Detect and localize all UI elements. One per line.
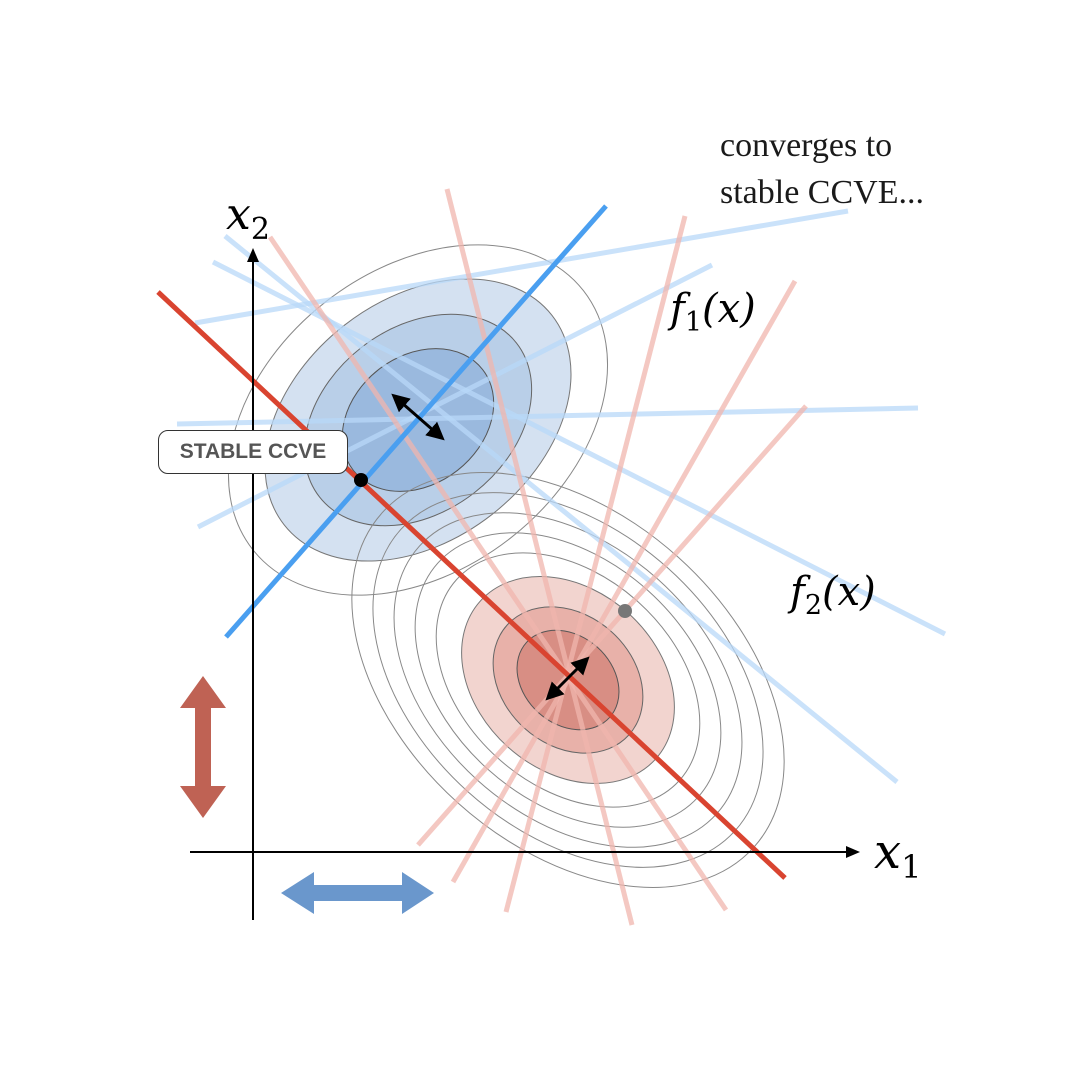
x2-axis-label: x2 <box>226 189 270 247</box>
red-ray-fan <box>267 188 808 926</box>
blue-ray-4 <box>176 405 919 427</box>
x1-axis-label: x1 <box>874 824 921 886</box>
blue-ray-fan <box>176 208 947 784</box>
annotation-line-1: converges to <box>720 127 893 164</box>
x1-axis-arrowhead <box>846 846 860 858</box>
blue-ray-3 <box>194 208 849 326</box>
stable-ccve-point <box>354 473 368 487</box>
blue-horizontal-double-arrow <box>281 872 434 914</box>
red-main-line <box>156 290 787 880</box>
x2-axis-arrowhead <box>247 248 259 262</box>
stable-ccve-badge: STABLE CCVE <box>158 430 348 474</box>
annotation-line-2: stable CCVE... <box>720 174 924 211</box>
red-vertical-double-arrow <box>180 676 226 818</box>
red-center-double-arrow <box>545 656 590 701</box>
blue-ray-2 <box>211 259 947 637</box>
red-ray-4 <box>450 279 798 884</box>
f2-label: f2(x) <box>787 569 876 621</box>
red-ray-1 <box>267 235 729 912</box>
red-ray-5 <box>416 404 808 847</box>
f1-label: f1(x) <box>667 286 756 338</box>
red-ray-3 <box>503 215 688 913</box>
blue-ray-5 <box>196 262 714 530</box>
gray-intersection-point <box>618 604 632 618</box>
red-ray-2 <box>444 188 635 926</box>
stable-ccve-badge-label: STABLE CCVE <box>179 440 327 463</box>
convergence-annotation: converges to stable CCVE... <box>720 122 924 216</box>
blue-center-double-arrow <box>391 393 445 441</box>
